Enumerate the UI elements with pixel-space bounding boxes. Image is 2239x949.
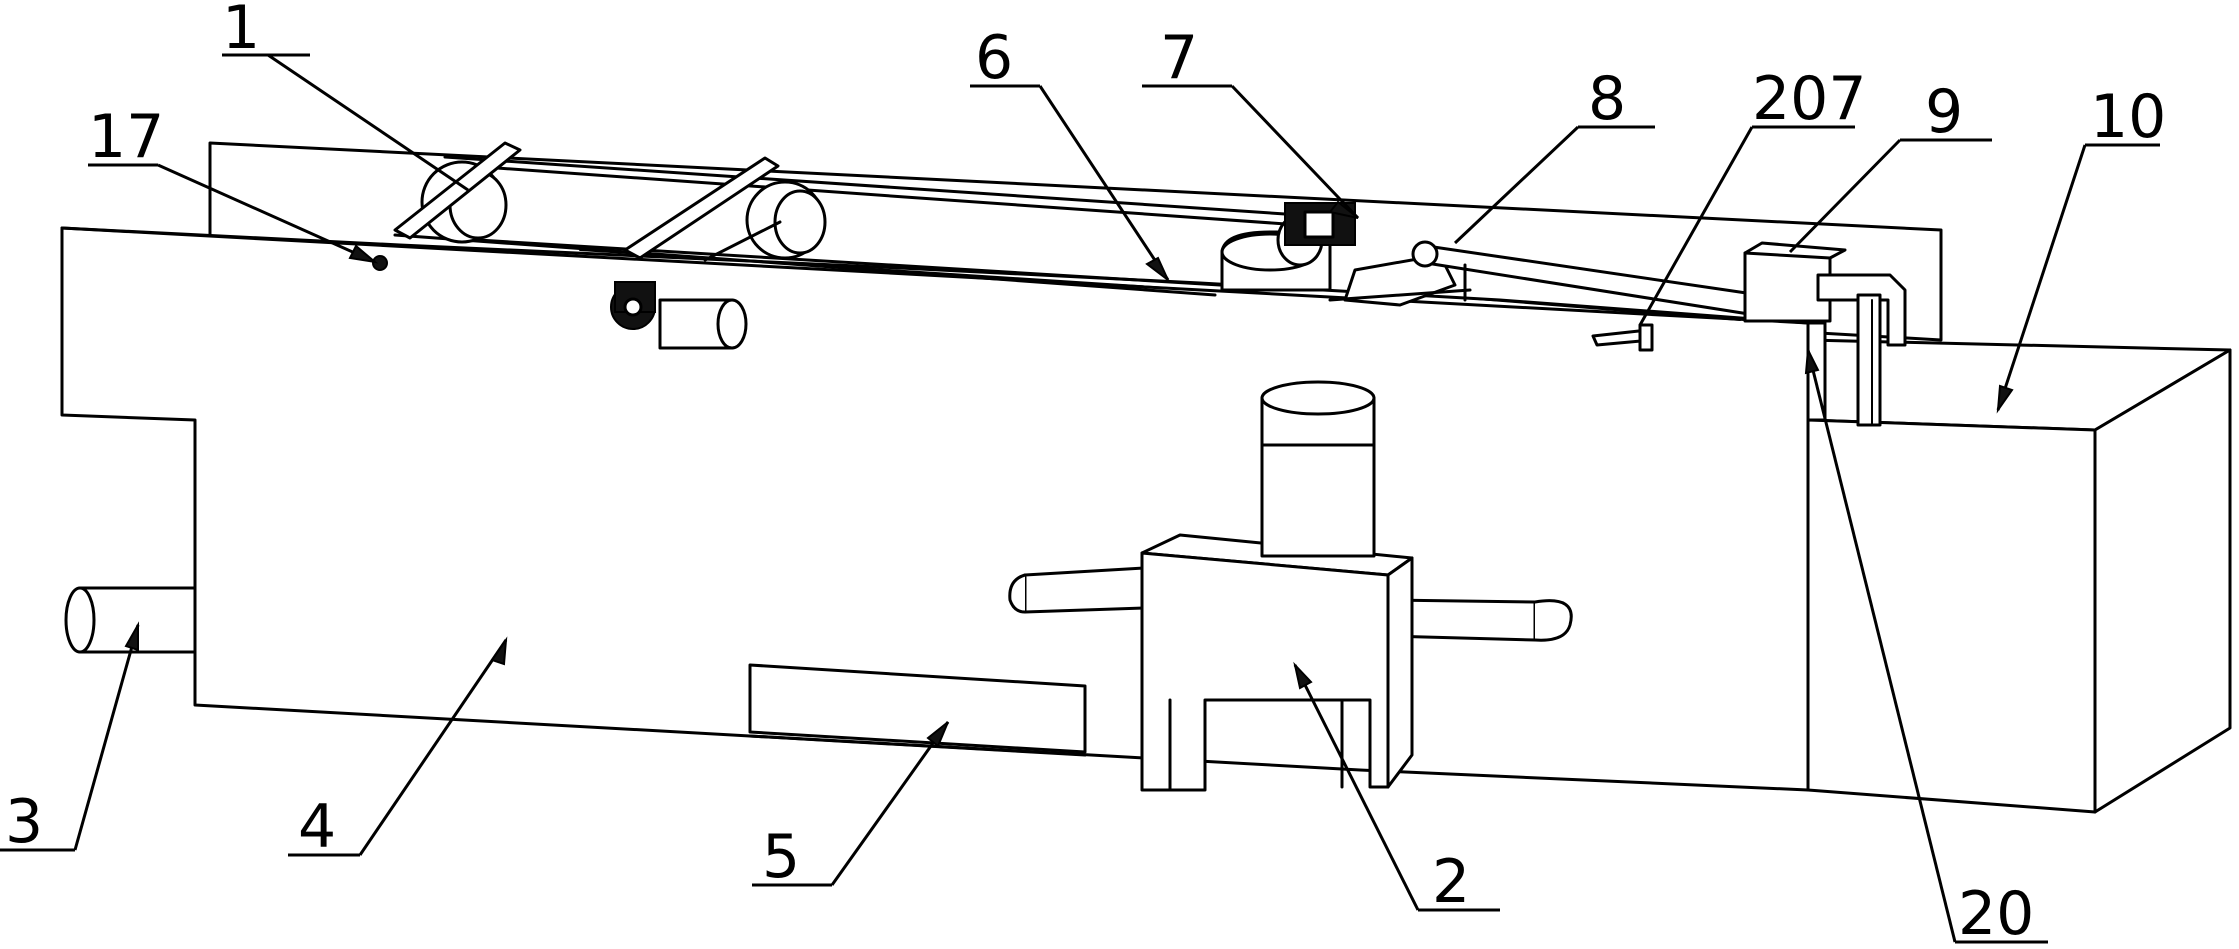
roller-frame-bar: [623, 156, 780, 260]
valve-stem: [1638, 323, 1654, 352]
arrowhead: [1145, 256, 1169, 281]
leader-8: [1453, 125, 1580, 245]
label-20: 20: [1958, 879, 2034, 949]
leader-20: [1806, 349, 1957, 943]
access-panel-bottom: [748, 734, 1087, 757]
leader-17: [157, 163, 376, 264]
right-outlet-elbow: [1533, 599, 1573, 642]
left-inlet-elbow: [1008, 573, 1027, 614]
label-3: 3: [5, 787, 43, 857]
conveyor-belt-top: [443, 155, 1302, 217]
idler-roller-face: [773, 189, 827, 255]
conveyor-belt-lower: [579, 249, 1216, 292]
arrowhead: [926, 721, 949, 748]
arrowhead: [1293, 661, 1313, 690]
arrowhead: [490, 636, 508, 666]
label-1: 1: [222, 0, 260, 63]
pump-housing-side: [1386, 556, 1414, 789]
label-6: 6: [975, 23, 1013, 93]
gearbox-shaft: [623, 297, 643, 317]
label-10: 10: [2090, 82, 2166, 152]
arrowhead: [348, 244, 379, 264]
drain-column: [1856, 293, 1882, 427]
label-7: 7: [1160, 23, 1198, 93]
roller-shaft: [703, 220, 782, 262]
leader-7: [1230, 84, 1360, 220]
inclined-conveyor-end: [1411, 240, 1439, 268]
access-panel: [748, 663, 1087, 754]
collection-tank-side: [2093, 348, 2232, 814]
conveyor-rail: [443, 236, 1222, 287]
leader-1: [267, 53, 469, 192]
outlet-pipe-end: [64, 586, 96, 654]
leader-3: [73, 624, 140, 851]
label-5: 5: [762, 822, 800, 892]
collection-tank-front: [1806, 418, 2097, 814]
pump-top: [1743, 241, 1847, 260]
label-207: 207: [1752, 64, 1867, 134]
leader-4: [358, 639, 508, 856]
valve-point: [372, 255, 388, 271]
label-2: 2: [1432, 847, 1470, 917]
arrowhead: [1996, 384, 2014, 414]
inclined-conveyor-rail: [1464, 297, 1741, 321]
label-17: 17: [88, 102, 164, 172]
arrowhead: [124, 621, 139, 652]
label-8: 8: [1588, 64, 1626, 134]
left-inlet-pipe: [1023, 566, 1147, 614]
label-9: 9: [1925, 77, 1963, 147]
drum-base-line: [1328, 288, 1472, 302]
pump-motor-top: [1260, 380, 1376, 416]
arrowhead: [1804, 346, 1820, 375]
pump-motor: [1260, 396, 1376, 558]
conveyor-belt-top: [453, 163, 1302, 227]
tank-back-wall: [208, 141, 1943, 342]
leader-5: [830, 721, 950, 886]
roller-frame-bar: [393, 141, 522, 240]
arrowhead: [1328, 200, 1359, 219]
leader-10: [1996, 144, 2087, 411]
leader-207: [1638, 126, 1754, 326]
gear-motor-end: [716, 298, 748, 350]
pump-outlet-pipe: [1816, 273, 1907, 347]
label-4: 4: [298, 792, 336, 862]
leader-2: [1293, 664, 1420, 911]
drum-gearbox-cover: [1303, 210, 1335, 239]
leader-9: [1788, 138, 1902, 254]
leader-6: [1038, 85, 1170, 281]
